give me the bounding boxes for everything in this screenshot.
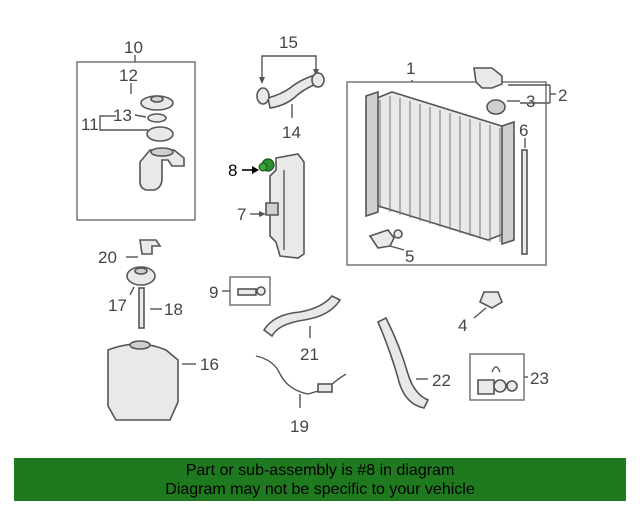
reservoir-cap: [126, 266, 156, 286]
callout-5: 5: [405, 247, 414, 266]
callout-20: 20: [98, 248, 117, 267]
callout-6: 6: [519, 121, 528, 140]
callout-12: 12: [119, 66, 138, 85]
callout-11: 11: [81, 115, 99, 134]
callout-4: 4: [458, 316, 467, 335]
group-19-pipe: 19: [255, 355, 347, 436]
overflow-tube: [138, 287, 145, 329]
callout-9: 9: [209, 283, 218, 302]
callout-18: 18: [164, 300, 183, 319]
lower-radiator-hose: [262, 295, 342, 338]
fan-shroud-deflector: [269, 153, 305, 259]
banner-line-2: Diagram may not be specific to your vehi…: [165, 481, 475, 498]
hose-clamp-left: [256, 87, 270, 105]
mount-cushion: [486, 99, 506, 115]
lower-cushion: [478, 291, 503, 309]
callout-21: 21: [300, 345, 319, 364]
group-21-lower-hose: 21: [262, 295, 342, 364]
info-banner: Part or sub-assembly is #8 in diagram Di…: [14, 458, 626, 501]
group-1-radiator: 1 6 5: [346, 59, 547, 266]
callout-1: 1: [406, 59, 415, 78]
group-10-cap-assembly: 10 12 13 11: [76, 38, 196, 221]
group-22-bypass-hose: 22: [376, 316, 451, 409]
group-8-7-shroud: 7 8: [228, 153, 305, 259]
upper-bracket: [473, 67, 503, 89]
callout-22: 22: [432, 371, 451, 390]
callout-15: 15: [279, 33, 298, 52]
radiator-rod: [521, 149, 528, 255]
cap-gasket: [147, 113, 167, 123]
parts-diagram: 10 12 13 11 15 14 7: [76, 33, 567, 436]
bypass-hose: [376, 316, 430, 409]
callout-10: 10: [124, 38, 143, 57]
group-reservoir: 20 17 18 16: [98, 239, 219, 421]
callout-7: 7: [237, 205, 246, 224]
callout-3: 3: [526, 92, 535, 111]
drain-plug: [368, 229, 395, 249]
group-23-thermostat: 23: [469, 353, 549, 401]
group-9-drain: 9: [209, 276, 271, 306]
callout-19: 19: [290, 417, 309, 436]
callout-17: 17: [108, 296, 127, 315]
group-15-upper-hose: 15 14: [256, 33, 325, 142]
coolant-reservoir: [107, 343, 179, 421]
upper-radiator-hose: [267, 75, 318, 109]
callout-16: 16: [200, 355, 219, 374]
group-4-cushion: 4: [458, 291, 503, 335]
radiator-cap-top: [150, 95, 164, 103]
thermostat-housing: [477, 379, 495, 395]
drain-cock: [237, 288, 257, 296]
callout-8: 8: [228, 161, 237, 180]
callout-14: 14: [282, 123, 301, 142]
hose-clamp-right: [311, 72, 325, 88]
callout-2: 2: [558, 86, 567, 105]
callout-13: 13: [113, 106, 132, 125]
filler-neck-cap: [146, 126, 174, 142]
reservoir-vent-cap: [139, 239, 162, 255]
callout-23: 23: [530, 369, 549, 388]
group-2-3-brackets: 2 3: [473, 67, 567, 115]
filler-neck: [139, 149, 185, 191]
banner-line-1: Part or sub-assembly is #8 in diagram: [185, 462, 455, 479]
